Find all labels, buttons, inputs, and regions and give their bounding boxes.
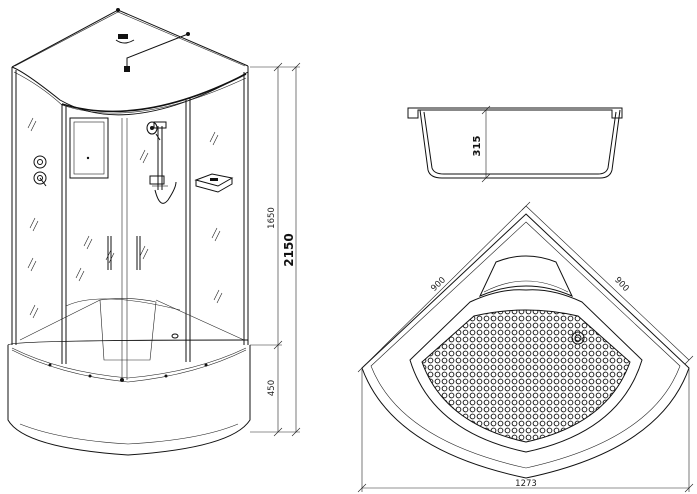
shower-rail-head [146,121,177,204]
drain-icon [571,331,585,345]
cabin-roof [11,8,249,116]
glass-reflections [27,117,223,319]
side-dimension-lines [357,201,694,373]
tray-depth-label: 315 [472,136,483,157]
cabin-front-view: 1650 450 2150 [7,8,301,456]
side-right-label: 900 [612,275,630,294]
height-dimension-lines [250,62,301,437]
seat-and-tray-interior [19,298,245,382]
total-height-label: 2150 [282,233,296,266]
tray-apron [7,339,251,456]
tray-height-label: 450 [267,380,277,396]
cabin-frame [11,66,249,380]
mixer-knobs [33,155,47,187]
tray-non-slip-floor [421,309,631,443]
diagonal-dimension-line [357,368,694,493]
diagonal-width-label: 1273 [515,479,537,489]
tray-top-view [361,213,690,479]
side-shelf [194,173,234,193]
cabin-height-label: 1650 [267,207,277,229]
door-handles [107,236,141,270]
tray-section-view: 315 [407,105,623,183]
side-left-label: 900 [429,275,448,293]
back-mirror-panel [69,117,109,179]
